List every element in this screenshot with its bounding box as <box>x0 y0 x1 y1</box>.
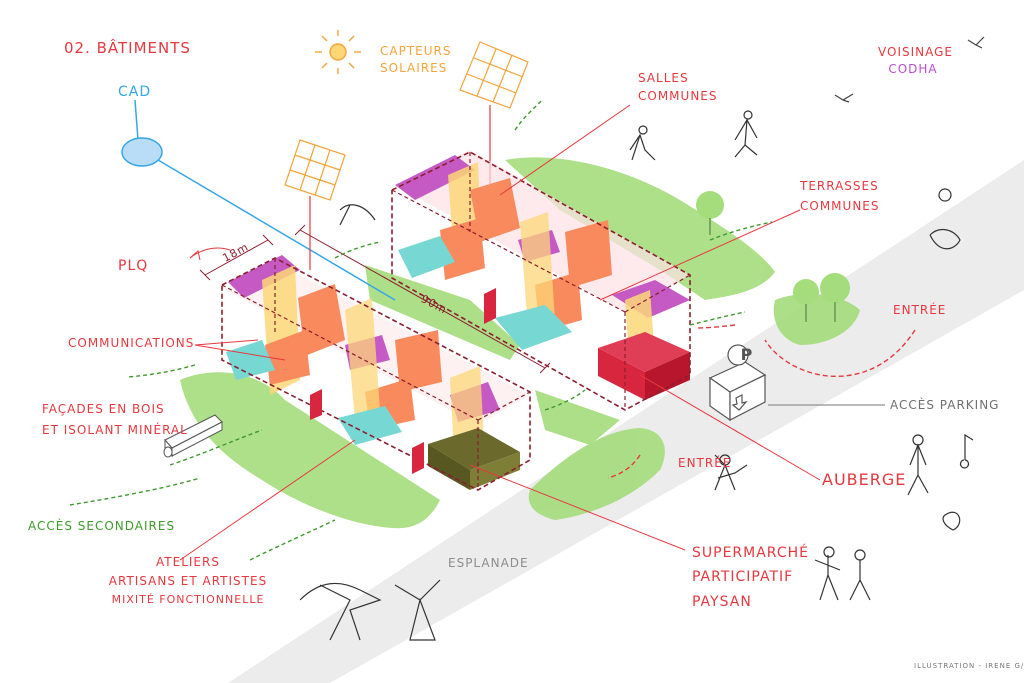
label-terrasses-1: TERRASSES <box>800 179 879 193</box>
label-plq: PLQ <box>118 258 149 274</box>
label-salles-2: COMMUNES <box>638 89 718 103</box>
bird-icons <box>834 36 985 103</box>
label-voisinage-2: CODHA <box>888 62 938 76</box>
diagram-title: 02. BÂTIMENTS <box>64 39 191 57</box>
label-entree-bottom: ENTRÉE <box>678 456 732 470</box>
building-2 <box>391 150 691 411</box>
label-supermarche-1: SUPERMARCHÉ <box>692 545 809 561</box>
label-supermarche-2: PARTICIPATIF <box>692 569 794 585</box>
sun-icon <box>315 30 361 74</box>
entrance-arrows <box>607 324 916 479</box>
label-communications: COMMUNICATIONS <box>68 336 195 350</box>
leader-lines <box>179 104 821 561</box>
label-cad: CAD <box>118 84 152 100</box>
parking-p-sign: P <box>740 345 754 364</box>
label-voisinage-1: VOISINAGE <box>878 45 953 59</box>
illustration-credit: ILLUSTRATION - IRENE G/L <box>914 662 1024 670</box>
label-entree-right: ENTRÉE <box>893 303 947 317</box>
cad-network <box>121 99 396 301</box>
people-sketches <box>299 110 974 641</box>
parking-icon <box>708 344 767 422</box>
label-facades-2: ET ISOLANT MINÉRAL <box>42 423 188 437</box>
access-arrows <box>69 99 773 561</box>
label-auberge: AUBERGE <box>822 470 907 489</box>
label-salles-1: SALLES <box>638 71 689 85</box>
label-capteurs-2: SOLAIRES <box>380 61 448 75</box>
label-supermarche-3: PAYSAN <box>692 594 752 610</box>
label-ateliers-2: ARTISANS ET ARTISTES <box>108 574 268 588</box>
green-spaces <box>180 157 860 529</box>
label-ateliers-3: MIXITÉ FONCTIONNELLE <box>111 593 265 606</box>
label-acces-parking: ACCÈS PARKING <box>890 398 1000 412</box>
label-esplanade: ESPLANADE <box>448 556 529 570</box>
label-terrasses-2: COMMUNES <box>800 199 880 213</box>
label-facades-1: FAÇADES EN BOIS <box>42 402 165 416</box>
label-capteurs-1: CAPTEURS <box>380 44 452 58</box>
tree-icons <box>696 191 850 322</box>
facade-beams-icon <box>163 414 223 458</box>
dimension-lines <box>199 224 551 374</box>
label-acces-secondaires: ACCÈS SECONDAIRES <box>28 519 176 533</box>
label-ateliers-1: ATELIERS <box>156 555 220 569</box>
building-1 <box>221 255 531 491</box>
